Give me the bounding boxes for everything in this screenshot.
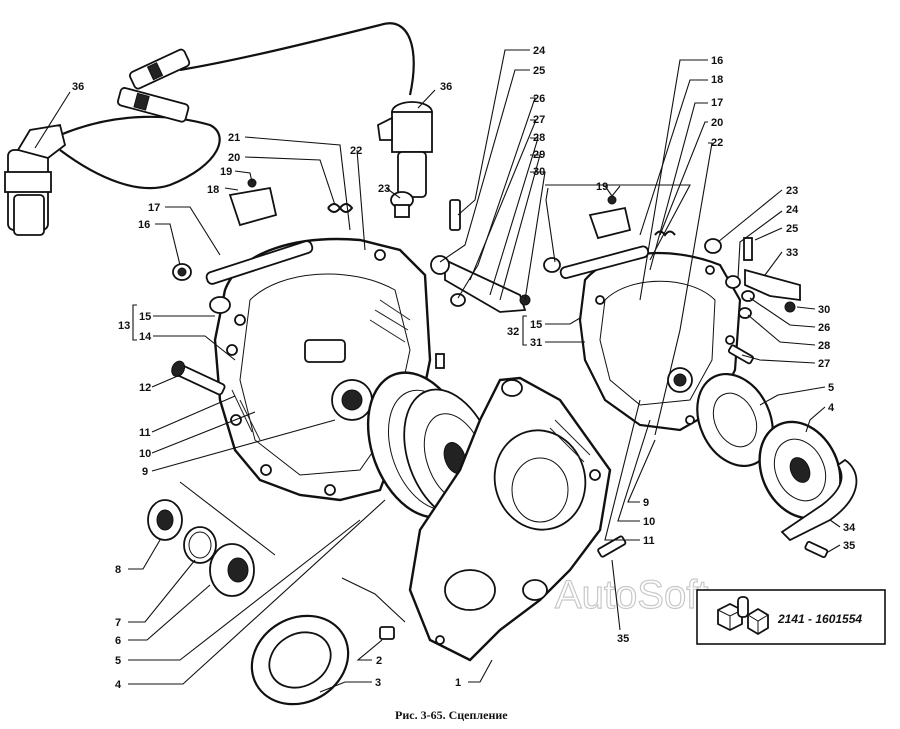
callout-11-right: 11 <box>643 535 655 547</box>
callout-4-left: 4 <box>115 679 122 691</box>
callout-17-right: 17 <box>711 97 723 109</box>
callout-34: 34 <box>843 522 856 534</box>
callout-12: 12 <box>139 382 151 394</box>
callout-9-right: 9 <box>643 497 649 509</box>
callout-18-right: 18 <box>711 74 723 86</box>
callout-19-left: 19 <box>220 166 232 178</box>
inset-part-code: 2141 - 1601554 <box>777 612 862 626</box>
callout-10-right: 10 <box>643 516 655 528</box>
watermark: AutoSoft <box>555 573 708 617</box>
callout-36-left: 36 <box>72 81 84 93</box>
callout-20-right: 20 <box>711 117 723 129</box>
callout-15-left: 15 <box>139 311 151 323</box>
callout-leaders <box>34 49 841 693</box>
callout-5-left: 5 <box>115 655 121 667</box>
callout-22-right: 22 <box>711 137 723 149</box>
callout-27: 27 <box>533 114 545 126</box>
callout-2: 2 <box>376 655 382 667</box>
callout-23-left: 23 <box>378 183 390 195</box>
callout-35-right: 35 <box>843 540 855 552</box>
callout-14: 14 <box>139 331 152 343</box>
callout-10-left: 10 <box>139 448 151 460</box>
callout-29: 29 <box>533 149 545 161</box>
callout-16-left: 16 <box>138 219 150 231</box>
callout-13: 13 <box>118 320 130 332</box>
callout-25: 25 <box>533 65 545 77</box>
right-clutch-housing <box>543 195 801 432</box>
callout-28-right: 28 <box>818 340 830 352</box>
callout-16-right: 16 <box>711 55 723 67</box>
callout-19-right: 19 <box>596 181 608 193</box>
callout-11-left: 11 <box>139 427 151 439</box>
callout-24: 24 <box>533 45 546 57</box>
callout-30-right: 30 <box>818 304 830 316</box>
callout-28: 28 <box>533 132 545 144</box>
callout-6: 6 <box>115 635 121 647</box>
callout-32: 32 <box>507 326 519 338</box>
callout-15-right: 15 <box>530 319 542 331</box>
callout-7: 7 <box>115 617 121 629</box>
callout-30: 30 <box>533 166 545 178</box>
callout-8: 8 <box>115 564 121 576</box>
callout-25-right: 25 <box>786 223 798 235</box>
callout-5-right: 5 <box>828 382 834 394</box>
callout-22-left: 22 <box>350 145 362 157</box>
right-clutch-plates <box>696 372 858 559</box>
figure-caption: Рис. 3-65. Сцепление <box>395 708 508 722</box>
callout-26: 26 <box>533 93 545 105</box>
callout-31: 31 <box>530 337 542 349</box>
bell-housing-cover <box>408 376 612 662</box>
callout-21: 21 <box>228 132 240 144</box>
inset-part-box: 2141 - 1601554 <box>696 589 886 645</box>
callout-1: 1 <box>455 677 461 689</box>
callout-27-right: 27 <box>818 358 830 370</box>
callout-17-left: 17 <box>148 202 160 214</box>
callout-20-left: 20 <box>228 152 240 164</box>
callout-35-center: 35 <box>617 633 629 645</box>
left-linkage <box>430 199 531 369</box>
callout-9-left: 9 <box>142 466 148 478</box>
callout-26-right: 26 <box>818 322 830 334</box>
cube-part-icon <box>717 596 769 636</box>
sensor-cable-assembly <box>4 22 433 236</box>
callout-23-right: 23 <box>786 185 798 197</box>
callout-3: 3 <box>375 677 381 689</box>
callout-24-right: 24 <box>786 204 799 216</box>
callout-36-right: 36 <box>440 81 452 93</box>
callout-labels: 36 36 24 25 26 27 28 29 30 16 18 17 20 2… <box>72 45 856 691</box>
callout-4-right: 4 <box>828 402 835 414</box>
bearings-and-seals <box>147 499 627 706</box>
callout-33: 33 <box>786 247 798 259</box>
callout-18-left: 18 <box>207 184 219 196</box>
